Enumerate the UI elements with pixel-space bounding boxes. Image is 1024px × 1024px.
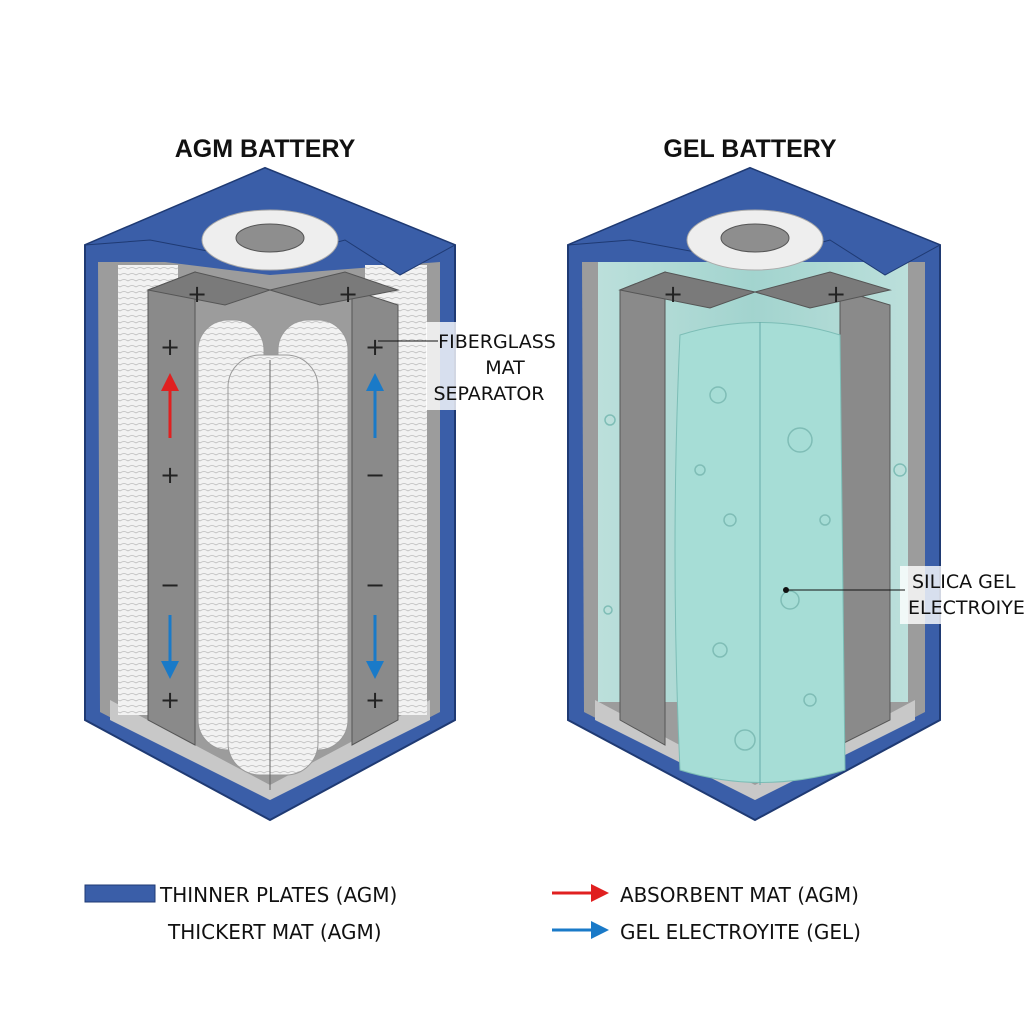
agm-sign: + [365, 333, 385, 361]
agm-sign: + [160, 461, 180, 489]
gel-plate-left [619, 271, 666, 746]
agm-terminal [235, 223, 305, 253]
agm-sign: + [338, 280, 358, 308]
gel-bubbles [603, 386, 907, 751]
legend-label: THINNER PLATES (AGM) [159, 883, 397, 907]
fiberglass-label: FIBERGLASS [438, 331, 556, 353]
silica-label: ELECTROIYE [908, 597, 1024, 619]
agm-title: AGM BATTERY [175, 135, 356, 163]
gel-title: GEL BATTERY [663, 135, 836, 163]
agm-sign: + [160, 686, 180, 714]
agm-base [110, 700, 430, 800]
gel-plate-right [839, 289, 891, 746]
legend-label: GEL ELECTROYITE (GEL) [620, 920, 861, 944]
legend: THINNER PLATES (AGM) THICKERT MAT (AGM) … [84, 883, 861, 944]
agm-sign: − [160, 571, 180, 599]
fiberglass-label: SEPARATOR [433, 383, 544, 405]
gel-sign: + [663, 280, 683, 308]
agm-battery: AGM BATTERY + + + + − + + − − + FIBERGLA… [84, 135, 558, 822]
agm-sign: + [365, 686, 385, 714]
agm-sign: − [365, 461, 385, 489]
gel-battery: GEL BATTERY + + SILICA GEL ELECTROIYE [567, 135, 1024, 822]
agm-sign: + [187, 280, 207, 308]
legend-swatch-plates [84, 884, 156, 903]
legend-label: ABSORBENT MAT (AGM) [620, 883, 859, 907]
agm-plate-right [351, 289, 399, 746]
gel-terminal [720, 223, 790, 253]
agm-mat-column [227, 354, 319, 776]
fiberglass-label: MAT [485, 357, 525, 379]
silica-label: SILICA GEL [912, 571, 1016, 593]
gel-sign: + [826, 280, 846, 308]
legend-label: THICKERT MAT (AGM) [167, 920, 382, 944]
agm-sign: + [160, 333, 180, 361]
agm-sign: − [365, 571, 385, 599]
